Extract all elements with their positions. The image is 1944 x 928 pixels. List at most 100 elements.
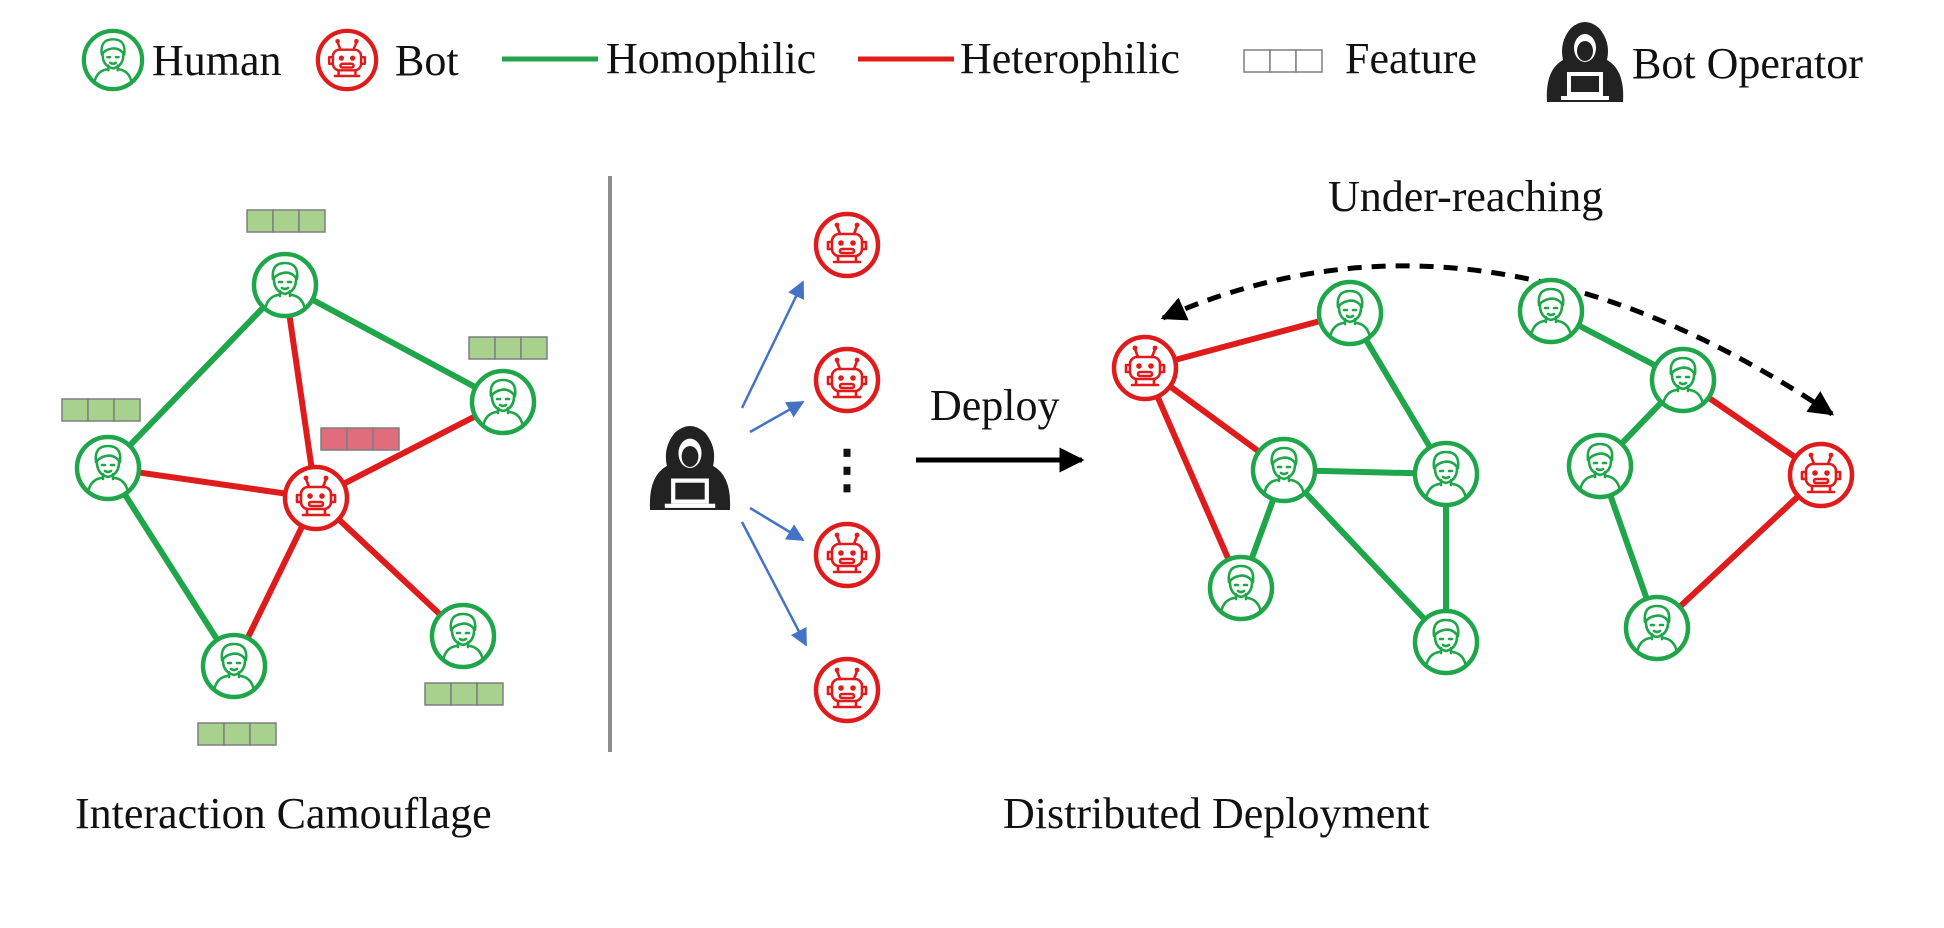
human-features <box>1675 375 1691 386</box>
legend-human-icon <box>81 28 145 92</box>
left-edges <box>105 282 505 668</box>
bot-head <box>299 485 333 511</box>
human-node <box>1649 346 1717 414</box>
bot-eye <box>1812 470 1818 476</box>
bot-eye <box>850 240 856 246</box>
bot-body <box>1130 377 1160 387</box>
legend-feature-label: Feature <box>1345 34 1477 83</box>
human-node <box>1316 279 1384 347</box>
feature-cell <box>87 398 115 422</box>
deployed-bot-node <box>813 656 881 724</box>
human-face <box>1433 464 1459 485</box>
human-features <box>1543 306 1559 317</box>
human-shoulders <box>481 410 525 429</box>
bot-ring <box>813 211 881 279</box>
feature-vector <box>424 682 504 706</box>
bot-antenna-tip <box>854 222 860 228</box>
bot-ears <box>826 375 868 386</box>
bot-body <box>832 254 862 264</box>
human-face <box>1228 578 1254 599</box>
human-shoulders <box>1635 636 1679 655</box>
human-face <box>1538 301 1564 322</box>
deploy-arrow <box>740 280 805 409</box>
human-node <box>1250 436 1318 504</box>
human-node <box>251 251 319 319</box>
edge-homophilic <box>105 282 288 471</box>
distributed-deployment-panel: ⋮ Deploy Under-reaching <box>649 172 1855 838</box>
edge-homophilic <box>283 282 505 405</box>
operator-laptop-base <box>664 503 716 508</box>
human-features <box>495 397 511 408</box>
human-face <box>1271 460 1297 481</box>
bot-body <box>832 389 862 399</box>
human-features <box>1649 623 1665 634</box>
bot-ring <box>813 346 881 414</box>
feature-cell <box>468 336 496 360</box>
legend-bot-icon <box>315 28 379 92</box>
interaction-camouflage-panel: Interaction Camouflage <box>61 209 548 838</box>
human-features <box>1438 469 1454 480</box>
feature-cell <box>520 336 548 360</box>
human-features <box>1438 637 1454 648</box>
human-hair <box>271 261 299 281</box>
feature-cell <box>320 427 348 451</box>
human-shoulders <box>1529 319 1573 338</box>
human-node <box>1517 277 1585 345</box>
ellipsis: ⋮ <box>821 442 873 499</box>
feature-cell <box>223 722 251 746</box>
bot-mouth <box>1812 477 1830 485</box>
deploy-arrow <box>749 400 805 434</box>
feature-vector <box>246 209 326 233</box>
operator-face <box>1577 41 1593 61</box>
feature-cell <box>424 682 452 706</box>
bot-ring <box>1787 441 1855 509</box>
bot-eye <box>850 550 856 556</box>
human-hair <box>1643 604 1671 624</box>
human-hair <box>220 642 248 662</box>
human-face <box>1670 370 1696 391</box>
interaction-camouflage-caption: Interaction Camouflage <box>75 789 492 838</box>
bot-ears <box>826 685 868 696</box>
edge-heterophilic <box>314 399 505 501</box>
human-hair <box>100 38 126 56</box>
bot-body <box>1806 484 1836 494</box>
deploy-label: Deploy <box>930 381 1060 430</box>
human-shoulders <box>1661 388 1705 407</box>
bot-antenna-tip <box>854 357 860 363</box>
human-face <box>101 51 125 70</box>
edge-heterophilic <box>1142 366 1244 590</box>
human-node <box>200 632 268 700</box>
bot-eye <box>307 493 313 499</box>
human-face <box>1644 618 1670 639</box>
human-hair <box>489 378 517 398</box>
bot-ring <box>813 521 881 589</box>
human-features <box>1276 465 1292 476</box>
human-node <box>1566 432 1634 500</box>
bot-eye <box>319 493 325 499</box>
bot-antenna-tip <box>854 532 860 538</box>
bot-ears <box>295 493 337 504</box>
human-face <box>1433 632 1459 653</box>
bot-mouth <box>838 557 856 565</box>
human-node <box>1412 608 1480 676</box>
bot-antenna-tip <box>854 667 860 673</box>
bot-head <box>830 542 864 568</box>
human-node <box>74 434 142 502</box>
bot-body <box>301 507 331 517</box>
bot-antenna-tip <box>834 532 840 538</box>
feature-vector <box>61 398 141 422</box>
bot-node <box>282 464 350 532</box>
bot-antenna-tip <box>354 38 359 44</box>
human-shoulders <box>92 68 134 85</box>
bot-operator-icon <box>649 426 731 510</box>
edge-homophilic <box>1281 467 1449 645</box>
feature-cell <box>246 209 274 233</box>
bot-body <box>832 564 862 574</box>
bot-eye <box>1136 363 1142 369</box>
bot-head <box>331 48 363 72</box>
human-hair <box>1537 287 1565 307</box>
human-shoulders <box>1578 474 1622 493</box>
bot-antenna-tip <box>834 667 840 673</box>
distributed-deployment-caption: Distributed Deployment <box>1003 789 1430 838</box>
